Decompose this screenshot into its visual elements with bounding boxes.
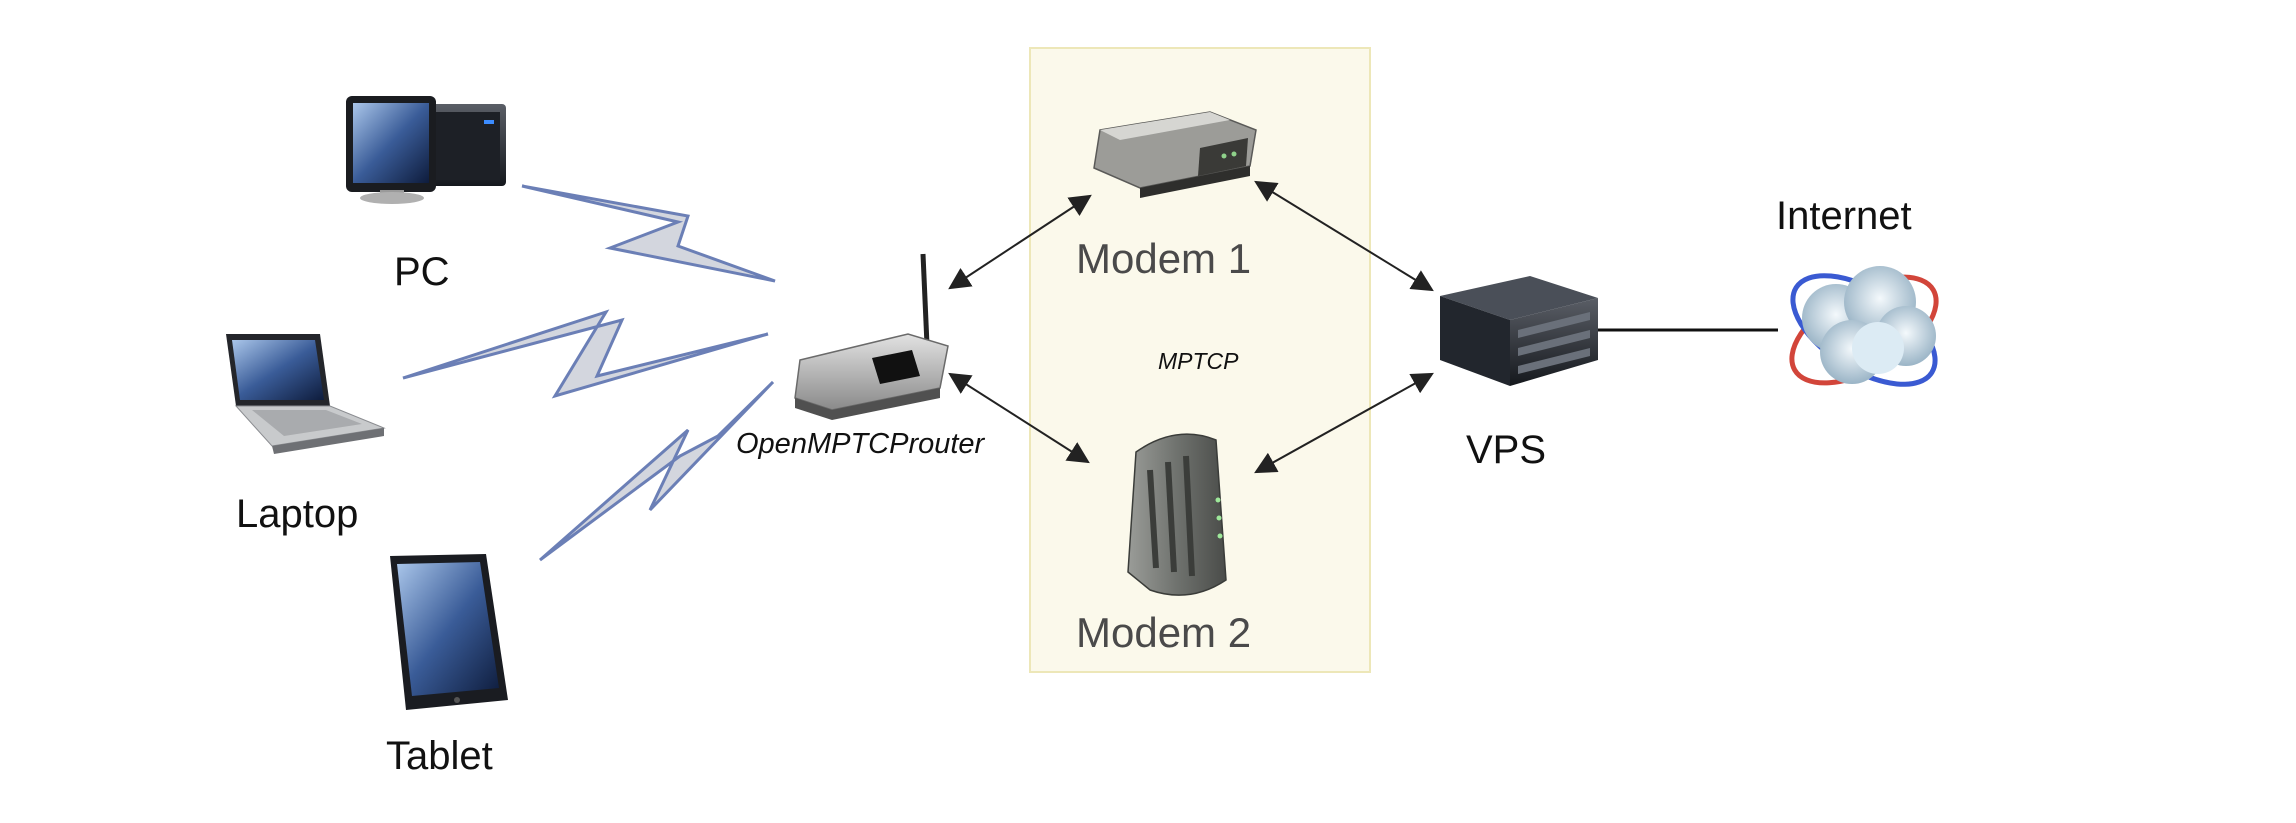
vps-label: VPS <box>1466 428 1547 472</box>
modem1-label: Modem 1 <box>1076 235 1252 282</box>
wireless-router-icon <box>794 253 949 420</box>
desktop-computer-icon <box>346 96 506 204</box>
pc-label: PC <box>394 250 450 294</box>
link-router-modem2 <box>948 372 1090 464</box>
modem2-label: Modem 2 <box>1076 609 1252 656</box>
router-label: OpenMPTCProuter <box>736 428 985 460</box>
wireless-link-pc <box>521 184 776 283</box>
tablet-label: Tablet <box>386 734 493 778</box>
link-router-modem1 <box>948 194 1092 290</box>
mptcp-label: MPTCP <box>1158 348 1239 374</box>
link-modem1-vps <box>1254 180 1434 292</box>
dsl-modem-icon <box>1093 111 1257 198</box>
laptop-icon <box>226 334 386 454</box>
wireless-link-tablet <box>539 380 775 562</box>
cable-modem-icon <box>1127 433 1227 596</box>
link-modem2-vps <box>1254 372 1434 474</box>
internet-label: Internet <box>1776 194 1912 238</box>
laptop-label: Laptop <box>236 492 359 536</box>
internet-cloud-icon <box>1789 266 1939 387</box>
rack-server-icon <box>1440 276 1598 386</box>
tablet-icon <box>390 554 508 710</box>
wireless-link-laptop <box>402 309 769 399</box>
